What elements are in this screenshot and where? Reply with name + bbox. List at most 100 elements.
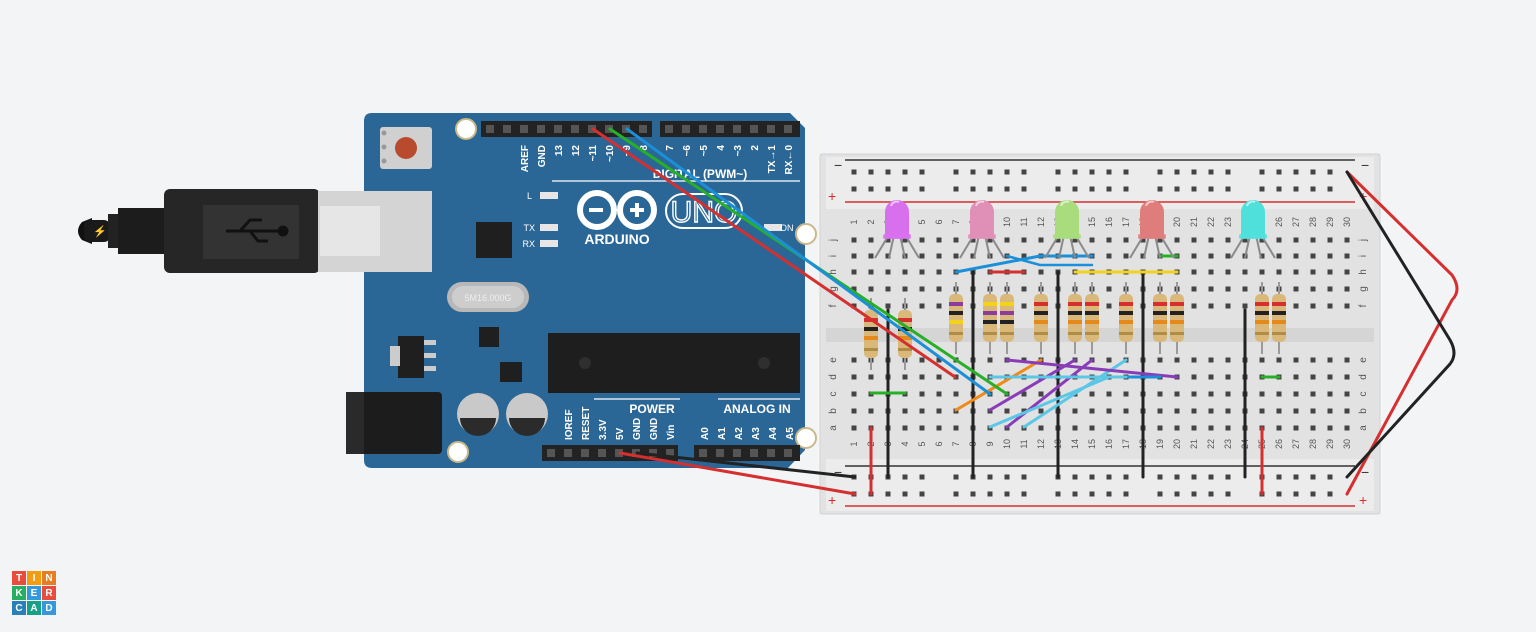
breadboard-hole[interactable] [1123,425,1129,431]
breadboard-hole[interactable] [1327,269,1333,275]
breadboard-hole[interactable] [1259,391,1265,397]
rail-hole[interactable] [1225,491,1231,497]
breadboard-hole[interactable] [1310,303,1316,309]
breadboard-hole[interactable] [1208,253,1214,259]
breadboard-hole[interactable] [1157,237,1163,243]
breadboard-hole[interactable] [1310,237,1316,243]
rail-hole[interactable] [1276,474,1282,480]
rail-hole[interactable] [1208,169,1214,175]
breadboard-hole[interactable] [1021,237,1027,243]
rail-hole[interactable] [1072,186,1078,192]
rail-hole[interactable] [1225,169,1231,175]
breadboard-hole[interactable] [1310,286,1316,292]
breadboard-hole[interactable] [1327,408,1333,414]
breadboard-hole[interactable] [1038,269,1044,275]
rail-hole[interactable] [902,491,908,497]
breadboard-hole[interactable] [1344,425,1350,431]
breadboard-hole[interactable] [902,425,908,431]
breadboard-hole[interactable] [1123,408,1129,414]
breadboard-hole[interactable] [1242,237,1248,243]
breadboard-hole[interactable] [1225,237,1231,243]
header-pin[interactable] [520,125,528,133]
breadboard-hole[interactable] [1344,237,1350,243]
breadboard-hole[interactable] [936,237,942,243]
rail-hole[interactable] [1327,186,1333,192]
breadboard-hole[interactable] [1072,408,1078,414]
breadboard-hole[interactable] [868,237,874,243]
resistor[interactable] [1085,282,1099,354]
breadboard-hole[interactable] [1004,408,1010,414]
breadboard-hole[interactable] [953,237,959,243]
breadboard-hole[interactable] [1293,425,1299,431]
header-pin[interactable] [784,125,792,133]
breadboard-hole[interactable] [902,237,908,243]
breadboard-hole[interactable] [902,374,908,380]
breadboard-hole[interactable] [1327,425,1333,431]
breadboard-hole[interactable] [1276,408,1282,414]
breadboard-hole[interactable] [1259,253,1265,259]
header-pin[interactable] [639,125,647,133]
rail-hole[interactable] [1055,169,1061,175]
breadboard-hole[interactable] [868,269,874,275]
breadboard-hole[interactable] [1208,391,1214,397]
breadboard-hole[interactable] [1038,408,1044,414]
rail-hole[interactable] [1191,169,1197,175]
rail-hole[interactable] [919,169,925,175]
rail-hole[interactable] [919,491,925,497]
rail-hole[interactable] [970,186,976,192]
header-pin[interactable] [767,125,775,133]
breadboard-hole[interactable] [936,286,942,292]
breadboard-hole[interactable] [1225,286,1231,292]
breadboard-hole[interactable] [936,425,942,431]
rail-hole[interactable] [1310,186,1316,192]
breadboard-hole[interactable] [1225,391,1231,397]
rail-hole[interactable] [1225,186,1231,192]
breadboard-hole[interactable] [1157,391,1163,397]
breadboard-hole[interactable] [1191,286,1197,292]
rail-hole[interactable] [1174,491,1180,497]
header-pin[interactable] [784,449,792,457]
breadboard-hole[interactable] [1157,357,1163,363]
rail-hole[interactable] [1276,186,1282,192]
rail-hole[interactable] [1123,474,1129,480]
breadboard-hole[interactable] [1310,253,1316,259]
header-pin[interactable] [699,125,707,133]
breadboard-hole[interactable] [851,391,857,397]
breadboard-hole[interactable] [1021,408,1027,414]
breadboard-hole[interactable] [1225,408,1231,414]
rail-hole[interactable] [868,169,874,175]
breadboard-hole[interactable] [851,253,857,259]
resistor-group[interactable] [864,282,1286,370]
header-pin[interactable] [716,125,724,133]
rail-hole[interactable] [1191,186,1197,192]
header-pin[interactable] [699,449,707,457]
wire-black-gnd[interactable] [635,451,857,479]
rail-hole[interactable] [1293,186,1299,192]
header-pin[interactable] [733,449,741,457]
rail-hole[interactable] [919,186,925,192]
rail-hole[interactable] [987,491,993,497]
breadboard-hole[interactable] [851,269,857,275]
header-pin[interactable] [598,449,606,457]
rail-hole[interactable] [1157,474,1163,480]
breadboard-hole[interactable] [1191,408,1197,414]
breadboard-hole[interactable] [1327,357,1333,363]
rail-hole[interactable] [1123,186,1129,192]
breadboard-hole[interactable] [919,303,925,309]
breadboard-hole[interactable] [1259,269,1265,275]
breadboard-hole[interactable] [1259,408,1265,414]
rail-hole[interactable] [885,491,891,497]
breadboard-hole[interactable] [1106,425,1112,431]
rail-hole[interactable] [1208,474,1214,480]
breadboard-hole[interactable] [987,237,993,243]
resistor[interactable] [1000,282,1014,354]
breadboard-hole[interactable] [1208,269,1214,275]
wire-red-5v[interactable] [618,451,857,496]
breadboard-hole[interactable] [936,253,942,259]
breadboard-hole[interactable] [936,303,942,309]
rail-hole[interactable] [1293,169,1299,175]
breadboard-hole[interactable] [1310,408,1316,414]
breadboard-hole[interactable] [1293,237,1299,243]
breadboard-hole[interactable] [970,237,976,243]
